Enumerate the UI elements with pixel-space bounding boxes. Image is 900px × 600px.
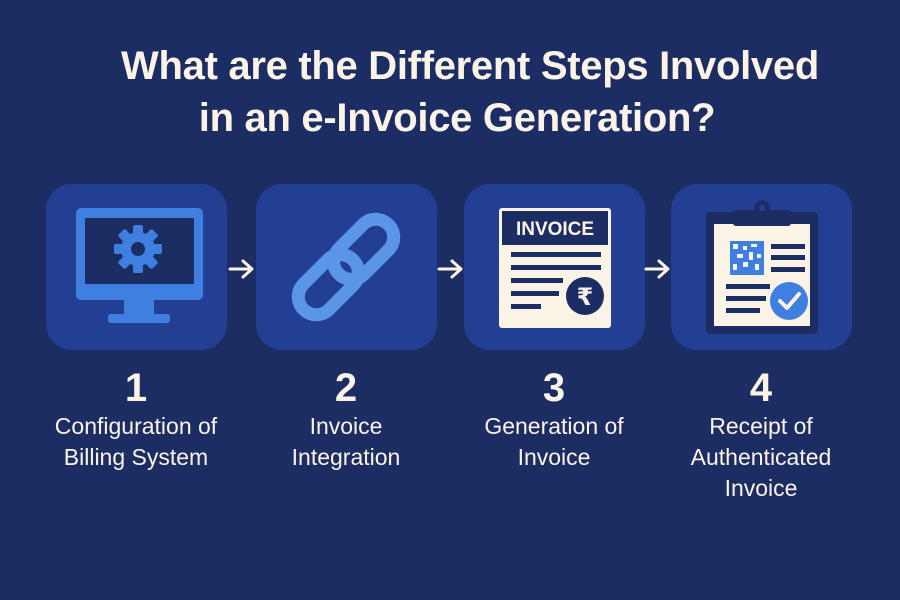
page-title: What are the Different Steps Involved in… [0, 40, 900, 144]
step-label: Receipt of Authenticated Invoice [690, 413, 832, 501]
title-line-1: What are the Different Steps Involved [121, 44, 819, 88]
step-2-icon-box [256, 184, 437, 350]
svg-text:INVOICE: INVOICE [516, 219, 594, 240]
step-label: Invoice Integration [291, 413, 401, 470]
step-label: Generation of Invoice [484, 413, 624, 470]
step-1: 1 Configuration of Billing System [26, 365, 246, 473]
step-4-icon-box [671, 184, 852, 350]
step-2: 2 Invoice Integration [236, 365, 456, 473]
step-number: 2 [334, 366, 358, 410]
step-4: 4 Receipt of Authenticated Invoice [651, 365, 871, 504]
step-3: 3 Generation of Invoice [444, 365, 664, 473]
title-line-2: in an e-Invoice Generation? [198, 96, 716, 140]
invoice-rupee-icon: INVOICE ₹ [499, 208, 611, 328]
arrow-right-icon [644, 259, 670, 279]
step-label: Configuration of Billing System [54, 413, 218, 470]
step-number: 3 [542, 366, 566, 410]
monitor-gear-icon [76, 208, 203, 323]
chain-link-icon [291, 212, 401, 322]
step-3-icon-box: INVOICE ₹ [464, 184, 645, 350]
step-1-icon-box [46, 184, 227, 350]
svg-text:₹: ₹ [577, 283, 594, 311]
arrow-right-icon [228, 259, 254, 279]
step-number: 4 [749, 366, 773, 410]
arrow-right-icon [437, 259, 463, 279]
step-number: 1 [124, 366, 148, 410]
clipboard-qr-check-icon [706, 200, 818, 334]
